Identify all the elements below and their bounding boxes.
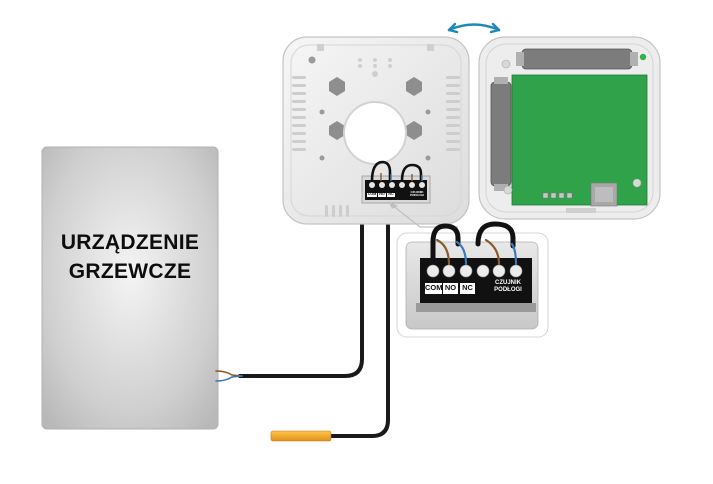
terminal-label-com: COM — [425, 283, 443, 294]
small-label-nc: NC — [387, 192, 395, 197]
small-label-no: NO — [378, 192, 386, 197]
heater-wire-brown — [215, 370, 243, 377]
heater-label-line2: GRZEWCZE — [68, 260, 192, 283]
sensor-label-line1: CZUJNIK — [494, 280, 521, 286]
small-sensor-line2: PODŁOGI — [410, 193, 424, 198]
mounting-screws — [329, 77, 422, 140]
bottom-vents — [325, 205, 349, 217]
thermostat-front-pcb — [478, 36, 661, 220]
heater-wire-blue — [215, 375, 243, 382]
zoom-sensor-cable — [475, 221, 516, 249]
terminal-label-sensor: CZUJNIK PODŁOGI — [490, 280, 526, 294]
heater-label-line1: URZĄDZENIE — [60, 231, 200, 254]
rotate-arrow-icon — [447, 22, 501, 34]
right-vents — [446, 76, 460, 151]
cables — [215, 220, 390, 438]
pin-header — [542, 192, 573, 199]
terminal-label-no: NO — [443, 283, 458, 294]
small-label-com: COM — [367, 192, 377, 197]
relay-cable — [238, 220, 364, 378]
terminal-screws — [426, 264, 523, 278]
led-indicator-icon — [639, 53, 647, 61]
left-vents — [292, 76, 306, 151]
small-label-sensor: CZUJNIK PODŁOGI — [408, 190, 426, 198]
zoom-relay-cable — [430, 223, 461, 265]
heating-device — [41, 146, 219, 430]
pcb-board — [511, 74, 648, 206]
sensor-cable — [328, 220, 390, 438]
cable-entry-hole — [343, 101, 407, 165]
terminal-label-nc: NC — [460, 283, 475, 294]
heating-device-label: URZĄDZENIE GRZEWCZE — [42, 228, 218, 286]
sensor-label-line2: PODŁOGI — [494, 287, 522, 293]
small-terminal-block — [361, 160, 431, 204]
thermostat-backplate — [282, 36, 470, 225]
floor-sensor-probe — [270, 430, 332, 442]
small-sensor-line1: CZUJNIK — [410, 190, 424, 194]
